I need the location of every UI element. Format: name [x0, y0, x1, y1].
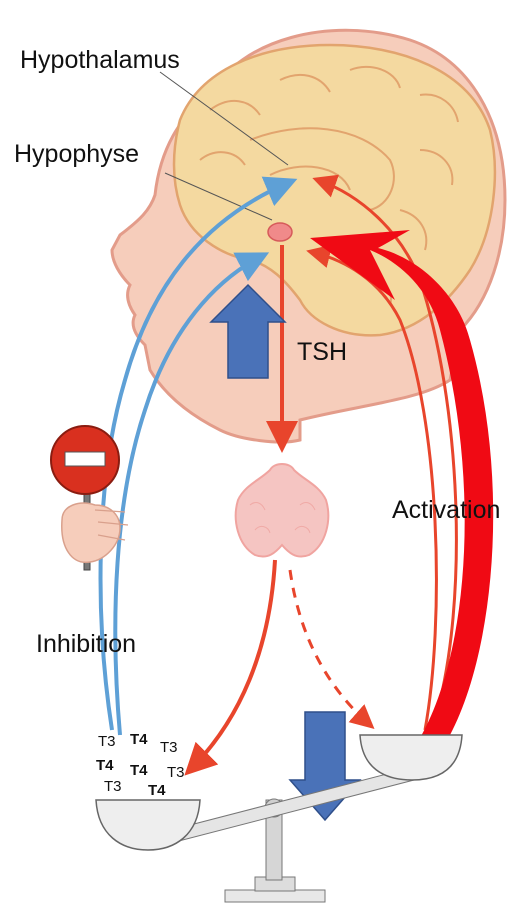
- thyroid-to-right-pan-arrow: [290, 570, 370, 725]
- hypothalamus-label: Hypothalamus: [20, 46, 180, 75]
- tsh-label: TSH: [297, 338, 347, 367]
- balance-scale-icon: [96, 735, 462, 902]
- hormone-label: T3: [160, 739, 178, 756]
- activation-label: Activation: [392, 496, 500, 525]
- pituitary-gland: [268, 223, 292, 241]
- thyroid-to-left-pan-arrow: [190, 560, 275, 770]
- inhibition-label: Inhibition: [36, 630, 136, 659]
- hormone-label: T3: [104, 778, 122, 795]
- hormone-label: T3: [167, 764, 185, 781]
- hormone-label: T3: [98, 733, 116, 750]
- thyroid-gland: [236, 464, 329, 557]
- hormone-label: T4: [96, 757, 114, 774]
- hormone-label: T4: [148, 782, 166, 799]
- hypophyse-label: Hypophyse: [14, 140, 139, 169]
- hormone-label: T4: [130, 762, 148, 779]
- hormone-label: T4: [130, 731, 148, 748]
